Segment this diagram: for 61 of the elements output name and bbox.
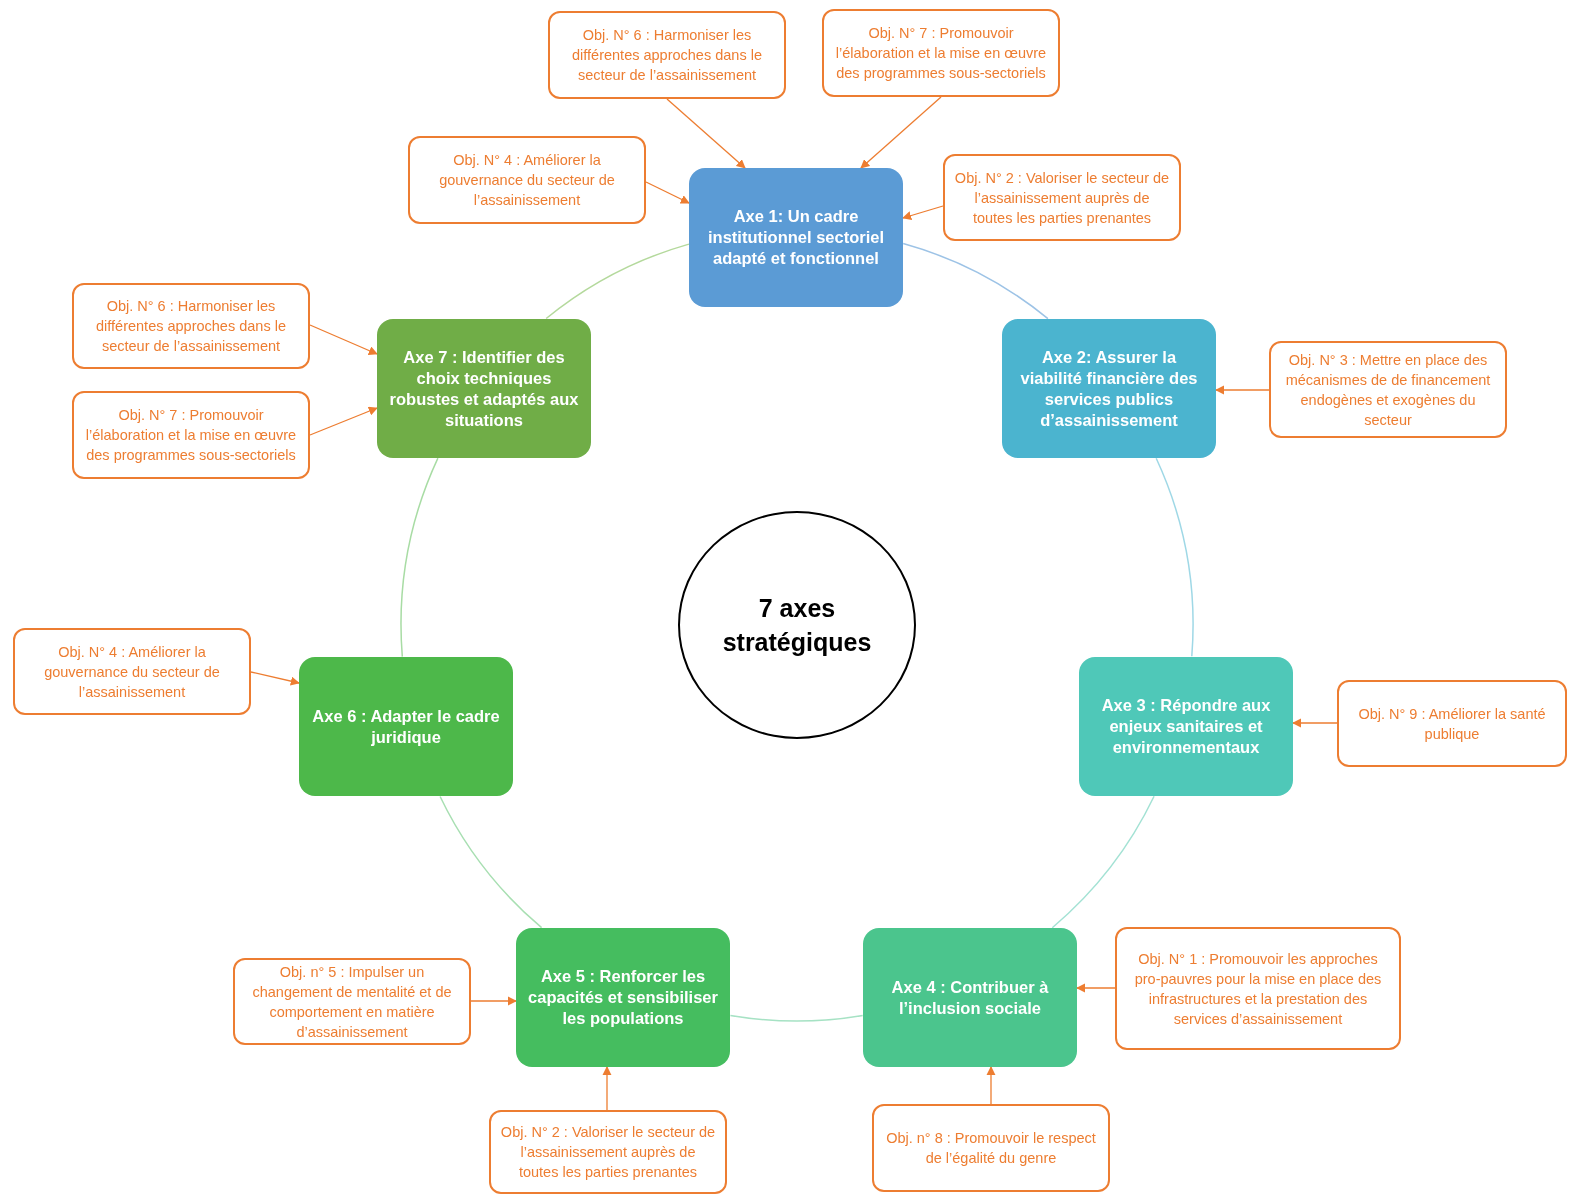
objective-text: Obj. N° 2 : Valoriser le secteur de l’assainissement auprès de toutes les parties prenantes xyxy=(499,1123,717,1182)
connector-arc xyxy=(902,242,1049,320)
axis-title: Axe 2: Assurer la viabilité financière des services publics d’assainissement xyxy=(1019,346,1199,431)
objective-card xyxy=(1337,680,1567,767)
objective-card xyxy=(822,9,1060,97)
objective-card xyxy=(408,136,646,224)
objective-text: Obj. N° 1 : Promouvoir les approches pro-pauvres pour la mise en place des infrastructures et la prestation des services d’assainissement xyxy=(1133,949,1383,1029)
objective-card xyxy=(1115,927,1401,1050)
axis-card xyxy=(299,657,513,796)
arrow xyxy=(309,324,378,355)
connector-arc xyxy=(1051,795,1155,929)
arrow xyxy=(602,1066,612,1111)
objective-card xyxy=(233,958,471,1045)
arrow xyxy=(470,996,517,1006)
objective-card xyxy=(72,391,310,479)
axis-card xyxy=(1002,319,1216,458)
arrow xyxy=(645,181,690,204)
objective-text: Obj. N° 4 : Améliorer la gouvernance du secteur de l’assainissement xyxy=(43,642,221,702)
objective-card xyxy=(943,154,1181,241)
axis-title: Axe 1: Un cadre institutionnel sectoriel adapté et fonctionnel xyxy=(707,206,885,269)
axis-card xyxy=(1079,657,1293,796)
objective-text: Obj. n° 5 : Impulser un changement de mentalité et de comportement en matière d’assainissement xyxy=(251,962,453,1042)
objective-card xyxy=(548,11,786,99)
arrow xyxy=(986,1066,996,1105)
connector-arc xyxy=(400,457,439,658)
objective-card xyxy=(13,628,251,715)
objective-text: Obj. N° 9 : Améliorer la santé publique xyxy=(1357,704,1547,744)
connector-arc xyxy=(1155,457,1194,658)
connector-arc xyxy=(729,1014,864,1022)
objective-text: Obj. n° 8 : Promouvoir le respect de l’égalité du genre xyxy=(885,1129,1097,1168)
objective-text: Obj. N° 2 : Valoriser le secteur de l’assainissement auprès de toutes les parties prenantes xyxy=(953,168,1171,228)
axis-card xyxy=(377,319,591,458)
arrow xyxy=(902,205,944,220)
objective-text: Obj. N° 7 : Promouvoir l’élaboration et la mise en œuvre des programmes sous-sectoriels xyxy=(834,24,1048,83)
axis-title: Axe 4 : Contribuer à l’inclusion sociale xyxy=(890,976,1050,1019)
objective-text: Obj. N° 6 : Harmoniser les différentes approches dans le secteur de l’assainissement xyxy=(571,26,763,85)
objective-card xyxy=(872,1104,1110,1192)
axis-card xyxy=(516,928,730,1067)
objective-text: Obj. N° 6 : Harmoniser les différentes approches dans le secteur de l’assainissement xyxy=(95,297,287,356)
axis-title: Axe 6 : Adapter le cadre juridique xyxy=(311,705,501,748)
arrow xyxy=(1215,385,1270,395)
arrow xyxy=(250,671,300,686)
arrow xyxy=(1076,983,1116,993)
axis-card xyxy=(689,168,903,307)
connector-arc xyxy=(545,243,690,320)
arrow xyxy=(666,98,746,169)
axis-title: Axe 7 : Identifier des choix techniques robustes et adaptés aux situations xyxy=(389,346,579,431)
arrow xyxy=(309,406,378,436)
objective-text: Obj. N° 3 : Mettre en place des mécanismes de de financement endogènes et exogènes du secteur xyxy=(1284,350,1492,430)
axis-title: Axe 5 : Renforcer les capacités et sensibiliser les populations xyxy=(528,966,718,1029)
connector-arc xyxy=(439,795,543,929)
arrow xyxy=(1292,718,1338,728)
objective-card xyxy=(72,283,310,369)
arrow xyxy=(860,96,942,169)
axis-title: Axe 3 : Répondre aux enjeux sanitaires et environnementaux xyxy=(1100,695,1272,758)
objective-text: Obj. N° 4 : Améliorer la gouvernance du secteur de l’assainissement xyxy=(438,151,616,210)
axis-card xyxy=(863,928,1077,1067)
objective-text: Obj. N° 7 : Promouvoir l’élaboration et la mise en œuvre des programmes sous-sectoriels xyxy=(84,406,298,465)
objective-card xyxy=(1269,341,1507,438)
center-title: 7 axes stratégiques xyxy=(721,593,873,658)
objective-card xyxy=(489,1110,727,1194)
